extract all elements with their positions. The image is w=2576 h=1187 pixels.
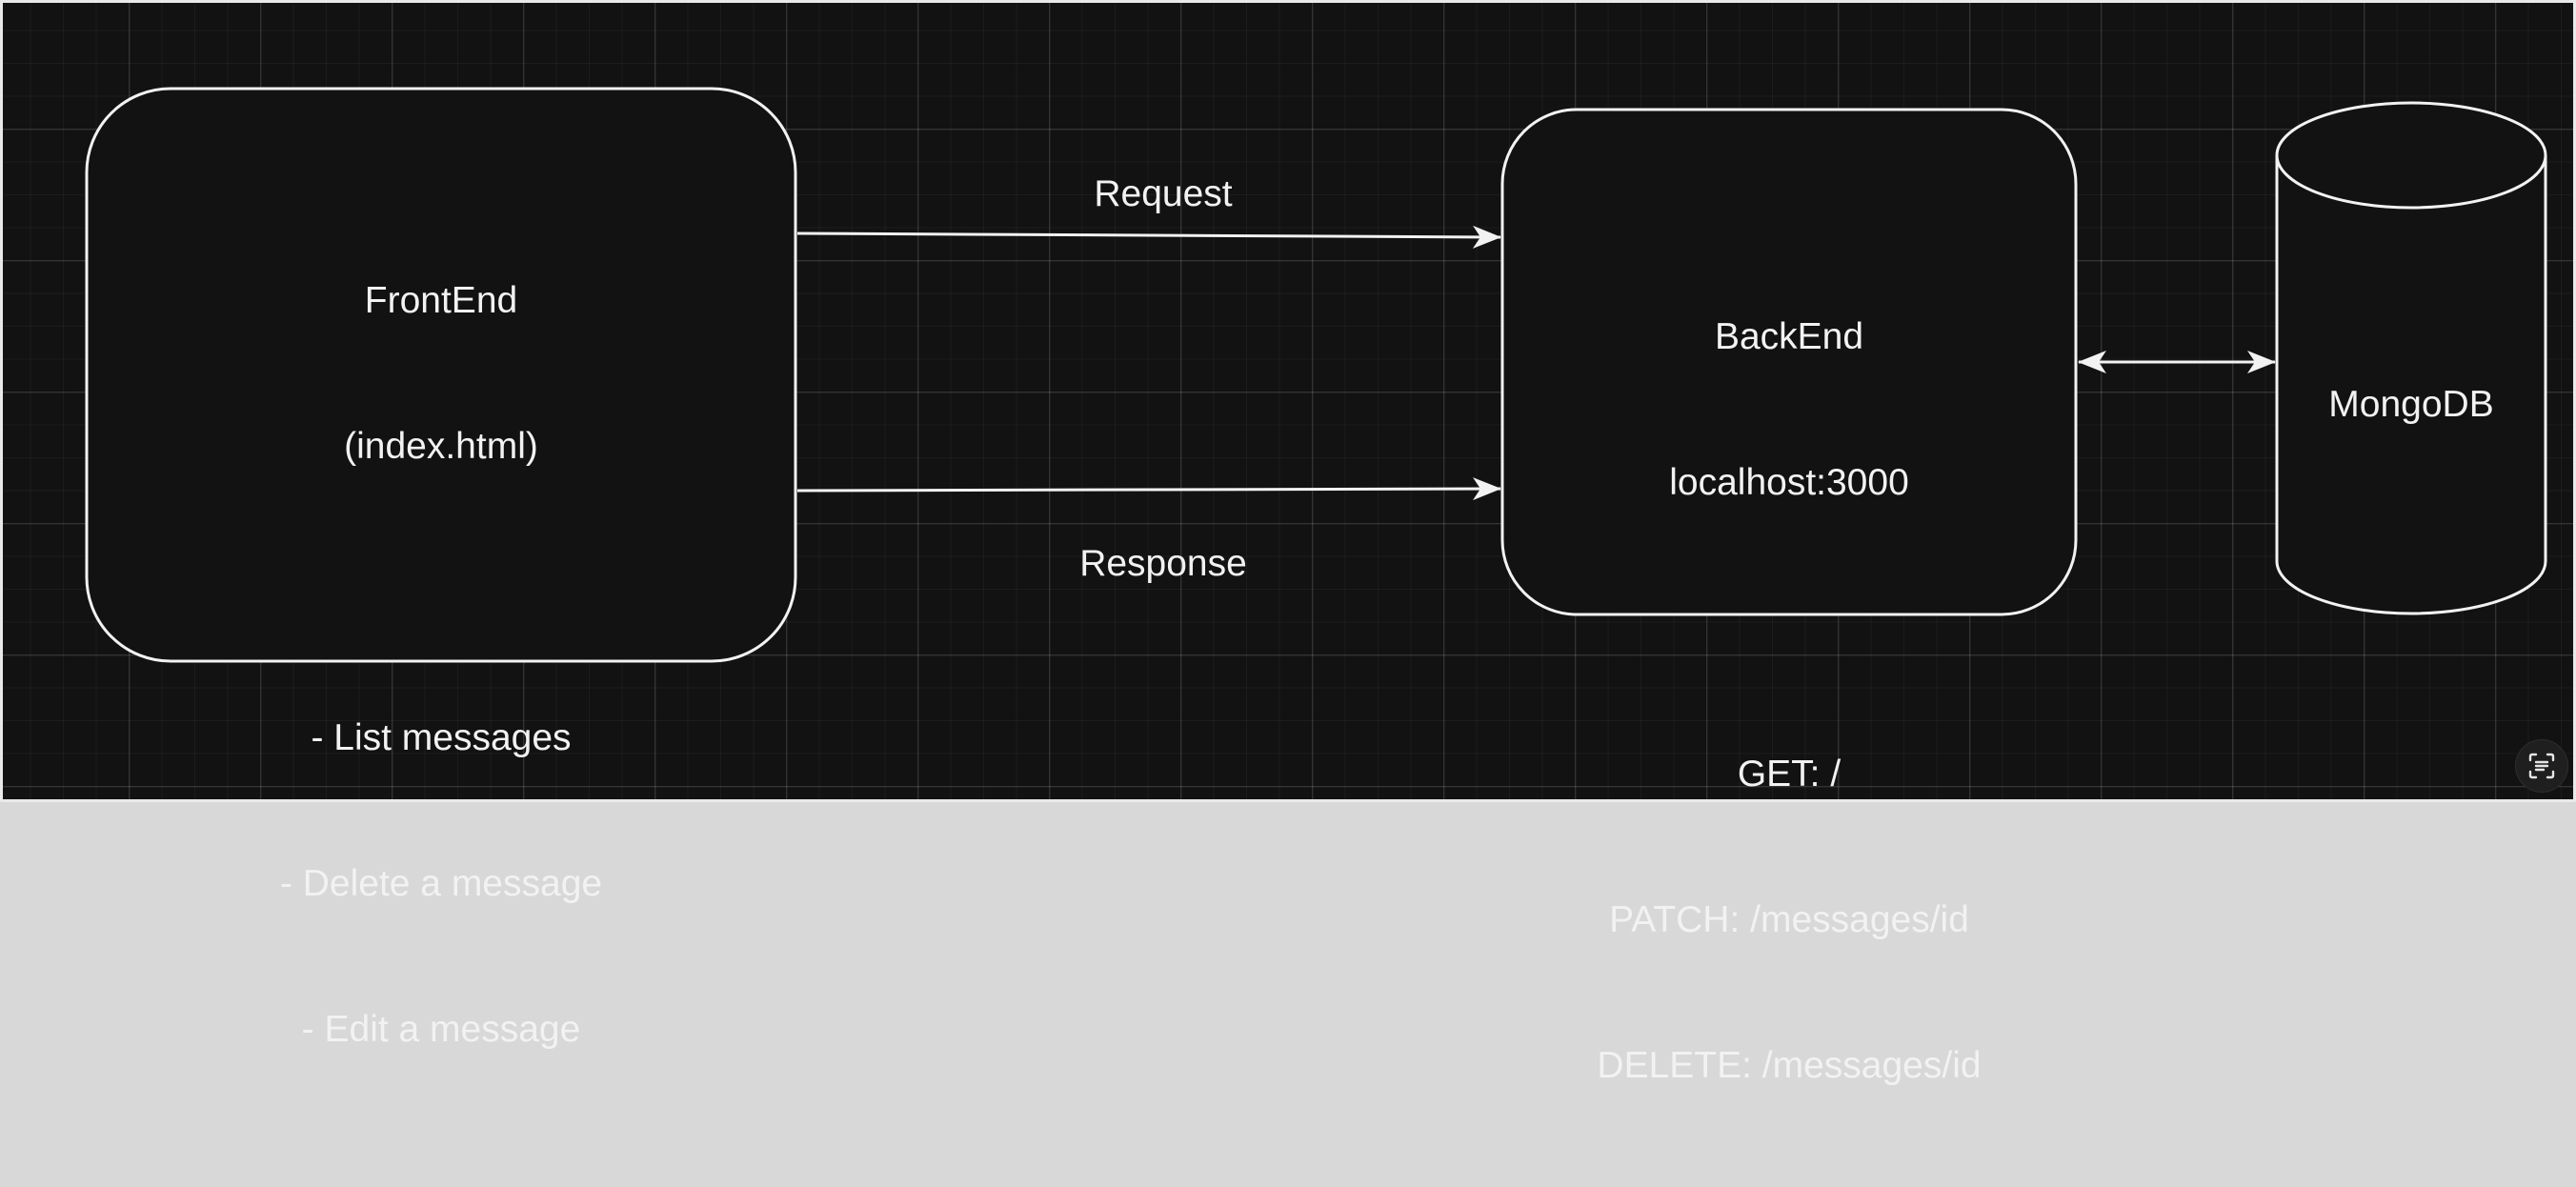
frontend-line: (index.html) bbox=[344, 426, 538, 467]
frontend-line: - Delete a message bbox=[279, 863, 603, 904]
frontend-line: - Edit a message bbox=[301, 1009, 581, 1050]
fit-view-button[interactable] bbox=[2516, 740, 2567, 792]
backend-line: DELETE: /messages/id bbox=[1597, 1045, 1982, 1086]
response-arrow[interactable] bbox=[796, 477, 1501, 501]
backend-line: BackEnd bbox=[1714, 316, 1864, 357]
diagram-shapes bbox=[85, 87, 2547, 663]
database-label: MongoDB bbox=[2328, 384, 2494, 425]
frontend-node[interactable] bbox=[85, 87, 797, 663]
backend-node[interactable] bbox=[1500, 108, 2078, 616]
backend-line: localhost:3000 bbox=[1669, 462, 1909, 503]
frontend-line: FrontEnd bbox=[364, 280, 518, 321]
request-label: Request bbox=[1094, 173, 1233, 214]
backend-line: GET: / bbox=[1737, 754, 1841, 795]
diagram-canvas[interactable]: FrontEnd (index.html) - List messages - … bbox=[0, 0, 2576, 1086]
backend-label: BackEnd localhost:3000 GET: / PATCH: /me… bbox=[1502, 215, 2076, 1187]
backend-line: PATCH: /messages/id bbox=[1609, 899, 1969, 940]
backend-line bbox=[1502, 604, 2076, 653]
frontend-label: FrontEnd (index.html) - List messages - … bbox=[87, 179, 795, 1151]
frontend-line bbox=[87, 568, 795, 616]
scan-text-icon bbox=[2528, 753, 2555, 779]
frontend-line: - List messages bbox=[311, 717, 572, 758]
request-arrow[interactable] bbox=[796, 225, 1501, 249]
response-label: Response bbox=[1079, 543, 1247, 584]
database-node[interactable] bbox=[2275, 101, 2547, 615]
